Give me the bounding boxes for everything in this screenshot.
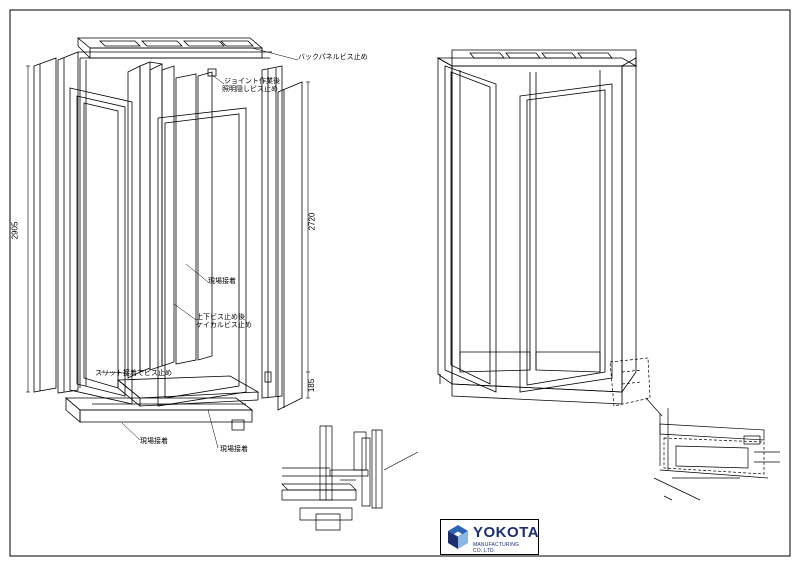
label-onsite-bond-bottom-right: 現場接着	[220, 445, 248, 453]
label-back-panel: バックパネルビス止め	[298, 53, 368, 61]
top-panel	[76, 37, 264, 59]
label-joint-line1: ジョイント作業後	[224, 77, 280, 85]
interior-panels	[127, 61, 213, 379]
company-name: YOKOTA	[473, 524, 540, 541]
sheet-border	[9, 9, 791, 557]
floor-panel	[116, 375, 260, 407]
detail-closeup-right	[645, 397, 780, 501]
exploded-view	[26, 37, 310, 449]
rear-frame	[57, 51, 272, 394]
label-onsite-bond-mid: 現場接着	[208, 277, 236, 285]
label-screw-line2: ケイカルビス止め	[196, 321, 252, 329]
dim-body-height: 2720	[307, 212, 317, 231]
detail-closeup-left	[281, 425, 419, 531]
assembled-view	[436, 49, 651, 407]
label-joint-line2: 照明隠しビス止め	[222, 85, 278, 93]
right-side-panel	[264, 81, 303, 411]
leader-lines	[99, 47, 299, 449]
right-back-panel	[261, 65, 283, 399]
left-side-panel	[33, 57, 57, 393]
label-slit: スリット接着でビス止め	[95, 369, 172, 377]
company-subtitle: MANUFACTURING CO.,LTD.	[473, 542, 520, 554]
dim-base-height: 185	[307, 378, 317, 393]
left-door	[69, 87, 133, 405]
dimension-lines	[26, 65, 310, 399]
yokota-logo-icon	[448, 525, 468, 549]
label-onsite-bond-bottom-left: 現場接着	[140, 437, 168, 445]
center-door	[157, 107, 247, 407]
base-plinth	[64, 397, 254, 431]
dim-overall-height: 2905	[10, 221, 20, 240]
detail-highlight	[609, 357, 651, 407]
label-screw-line1: 上下ビス止め後	[196, 313, 245, 321]
company-logo-block: YOKOTA MANUFACTURING CO.,LTD.	[440, 519, 539, 555]
